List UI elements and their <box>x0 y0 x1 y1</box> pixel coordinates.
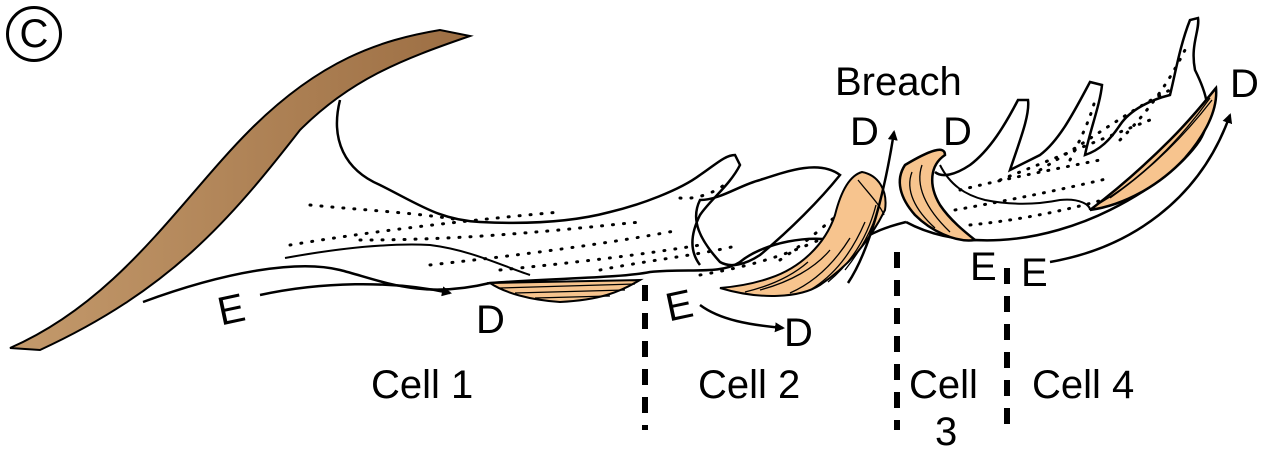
cell1-label: Cell 1 <box>371 365 473 405</box>
lagoon-boundary <box>285 245 530 275</box>
cell1-deposit <box>490 280 640 302</box>
barrier-inner-edge <box>940 165 1090 210</box>
erosion-label-cell3: E <box>970 247 997 287</box>
sediment-dots <box>290 180 850 275</box>
erosion-label-cell4: E <box>1021 253 1048 293</box>
cell3-number: 3 <box>935 412 957 452</box>
headland-ridge <box>337 100 740 265</box>
cell4-deposit <box>1090 88 1216 210</box>
deposition-label-cell1: D <box>476 300 505 340</box>
cell3-label: Cell <box>909 365 978 405</box>
cell2-deposit <box>720 172 886 296</box>
breach-label: Breach <box>835 62 962 102</box>
panel-label: C <box>6 6 62 62</box>
deposition-label-cell3: D <box>943 112 972 152</box>
cell2-label: Cell 2 <box>698 365 800 405</box>
arrow-cell2-lower <box>700 305 783 328</box>
deposition-label-cell2-up: D <box>850 112 879 152</box>
deposition-label-cell4: D <box>1230 64 1259 104</box>
deposition-label-cell2: D <box>784 313 813 353</box>
cell4-label: Cell 4 <box>1032 365 1134 405</box>
